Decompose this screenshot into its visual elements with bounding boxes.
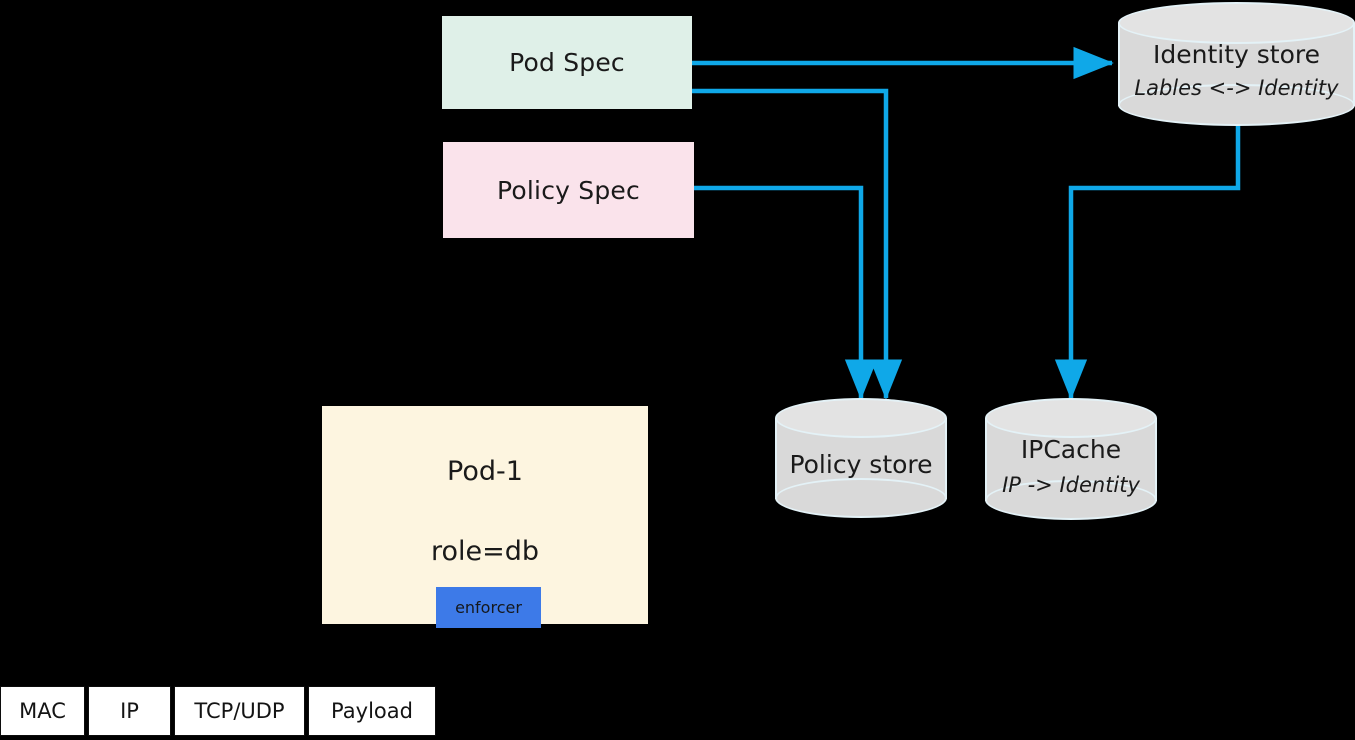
node-policy-store-label: Policy store <box>789 450 933 479</box>
edge-policyspec-to-policystore <box>694 185 878 400</box>
node-pod-1-role-label: role=db <box>430 536 540 567</box>
packet-cell-ip-label: IP <box>120 699 139 723</box>
cylinder-bottom-ellipse <box>1118 84 1355 126</box>
node-pod-spec-label: Pod Spec <box>509 48 625 77</box>
node-ipcache-sublabel: IP -> Identity <box>1002 473 1140 497</box>
packet-cell-payload-label: Payload <box>331 699 413 723</box>
packet-cell-tcp-udp-label: TCP/UDP <box>194 699 285 723</box>
node-ipcache[interactable]: IPCache IP -> Identity <box>985 398 1157 522</box>
node-policy-store[interactable]: Policy store <box>775 398 947 520</box>
cylinder-top-ellipse <box>1118 2 1355 44</box>
node-pod-spec[interactable]: Pod Spec <box>442 16 692 109</box>
packet-cell-mac[interactable]: MAC <box>0 686 85 736</box>
node-enforcer-label: enforcer <box>455 598 522 617</box>
packet-strip: MAC IP TCP/UDP Payload <box>0 686 439 736</box>
node-policy-spec[interactable]: Policy Spec <box>443 142 694 238</box>
node-enforcer[interactable]: enforcer <box>436 587 541 628</box>
cylinder-bottom-ellipse <box>775 478 947 518</box>
edge-podspec-to-policystore <box>692 88 903 400</box>
cylinder-top-ellipse <box>985 398 1157 438</box>
node-policy-spec-label: Policy Spec <box>497 175 640 205</box>
node-identity-store-sublabel: Lables <-> Identity <box>1134 76 1339 100</box>
node-ipcache-label: IPCache <box>1020 435 1122 464</box>
packet-cell-ip[interactable]: IP <box>88 686 171 736</box>
packet-cell-mac-label: MAC <box>19 699 66 723</box>
node-identity-store-label: Identity store <box>1153 40 1320 69</box>
cylinder-top-ellipse <box>775 398 947 438</box>
packet-cell-tcp-udp[interactable]: TCP/UDP <box>174 686 305 736</box>
packet-cell-payload[interactable]: Payload <box>308 686 436 736</box>
edge-identitystore-to-ipcache <box>1054 123 1241 400</box>
node-identity-store[interactable]: Identity store Lables <-> Identity <box>1118 2 1355 127</box>
node-pod-1-label: Pod-1 <box>447 456 523 487</box>
cylinder-bottom-ellipse <box>985 480 1157 520</box>
